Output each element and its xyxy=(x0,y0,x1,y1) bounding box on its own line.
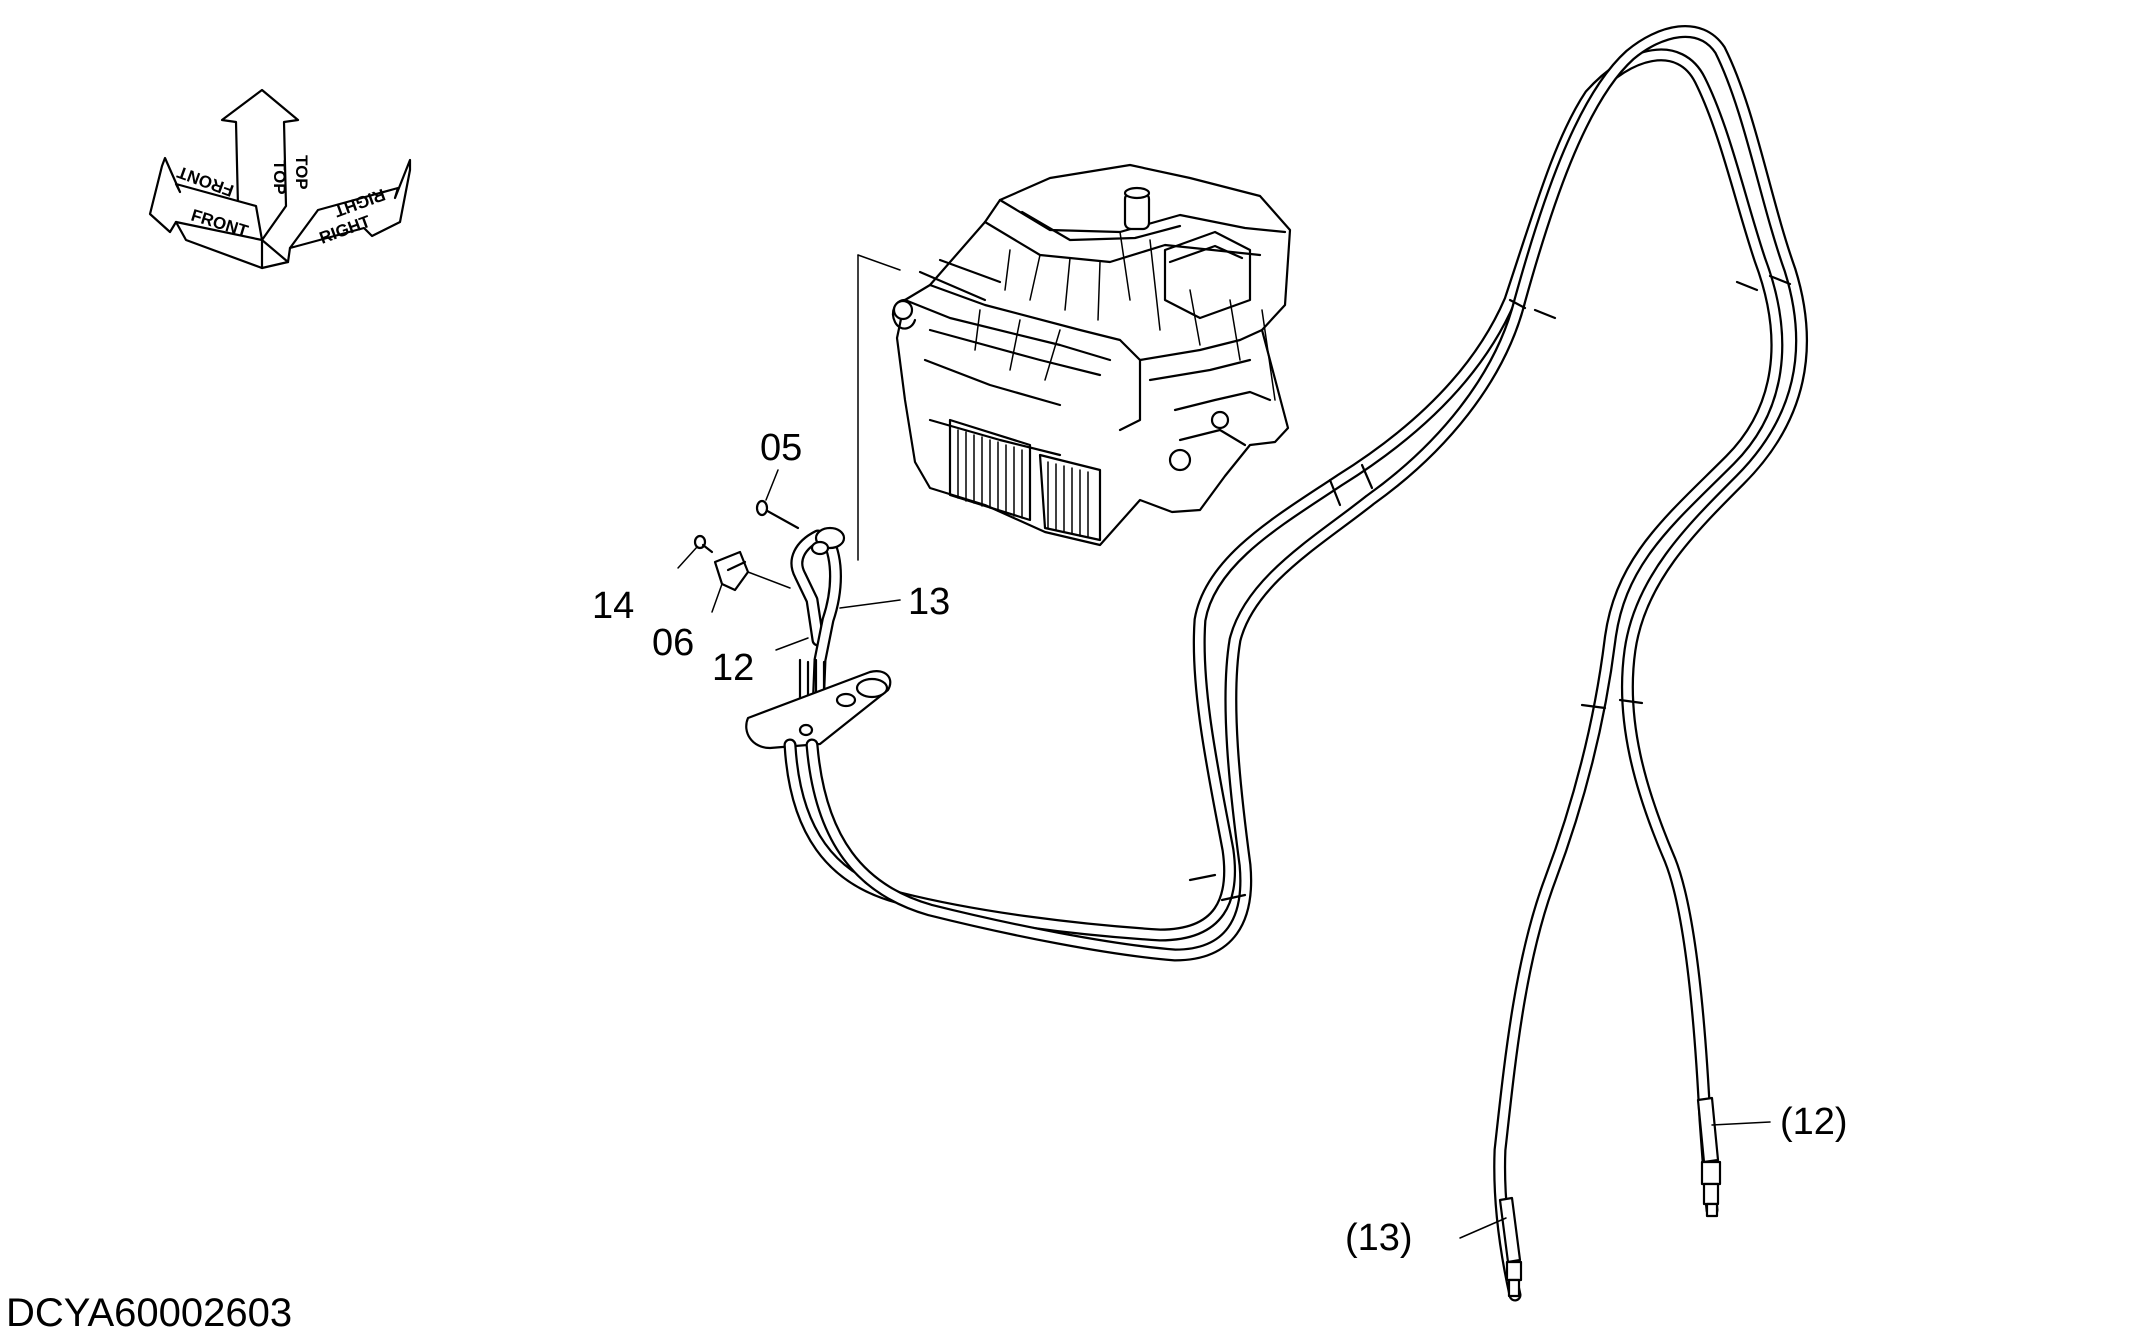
callout-13-ref: (13) xyxy=(1345,1217,1413,1259)
orientation-top-label-mirror: TOP xyxy=(292,155,311,190)
leader-13-ref xyxy=(1459,1217,1507,1239)
callout-12: 12 xyxy=(712,647,754,689)
leader-12-ref xyxy=(1711,1121,1771,1126)
drawing-code: DCYA60002603 xyxy=(6,1291,292,1335)
callout-12-ref: (12) xyxy=(1780,1101,1848,1143)
clamp-06-icon xyxy=(711,550,791,613)
bolt-05-icon xyxy=(755,469,800,530)
callout-06: 06 xyxy=(652,622,694,664)
hose-12-end-fitting-icon xyxy=(1696,1096,1722,1218)
hose-joints xyxy=(1188,274,1792,902)
air-conditioner-unit xyxy=(857,163,1292,561)
hose-13-end-fitting-icon xyxy=(1498,1196,1523,1298)
orientation-top-label: TOP xyxy=(270,160,289,195)
callout-14: 14 xyxy=(592,585,634,627)
orientation-compass-icon: FRONT FRONT TOP TOP RIGHT RIGHT xyxy=(148,88,412,270)
pipe-bracket-assembly xyxy=(745,526,901,750)
hose-13 xyxy=(783,48,1784,1302)
screw-14-icon xyxy=(677,534,714,569)
callout-13: 13 xyxy=(908,581,950,623)
callout-05: 05 xyxy=(760,427,802,469)
hose-12 xyxy=(805,25,1809,1217)
